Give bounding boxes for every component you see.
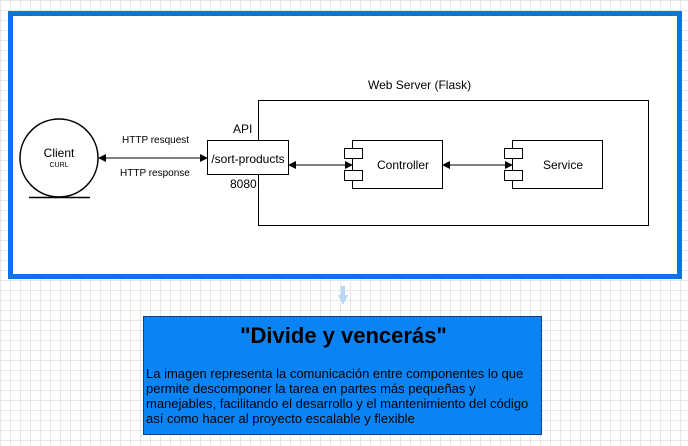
client-label: Client [43,146,75,160]
client-sublabel: CURL [49,162,69,169]
endpoint-box[interactable] [207,140,289,175]
controller-label: Controller [376,158,430,172]
service-component[interactable] [504,140,603,189]
note-body: La imagen representa la comunicación ent… [146,366,529,426]
api-label: API [233,122,253,136]
http-response-label: HTTP response [120,168,190,179]
web-server-label: Web Server (Flask) [368,78,472,92]
info-note[interactable]: "Divide y vencerás" La imagen representa… [143,316,542,435]
note-title: "Divide y vencerás" [240,323,447,348]
service-label: Service [542,158,583,172]
controller-component[interactable] [344,140,443,189]
endpoint-label: /sort-products [211,152,285,166]
http-request-label: HTTP resquest [122,135,190,146]
port-label: 8080 [230,177,257,191]
